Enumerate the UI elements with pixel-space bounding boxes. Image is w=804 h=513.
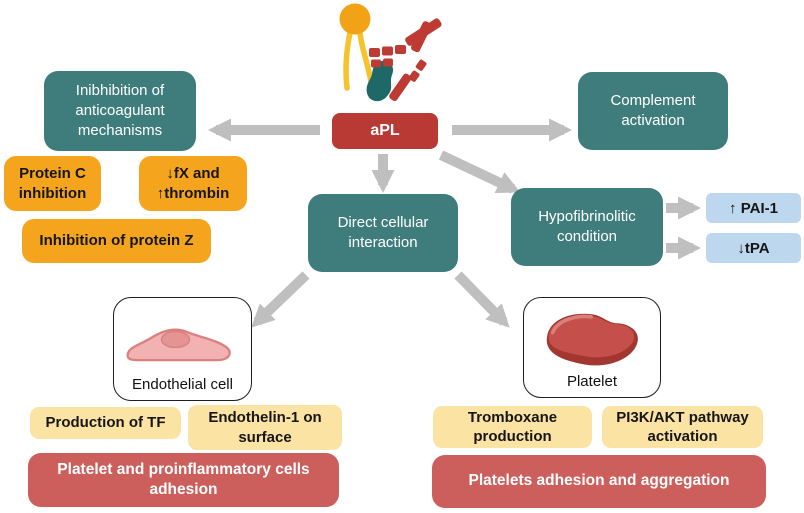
node-complement-activation: Complement activation (578, 72, 728, 150)
outcome-platelet-proinflammatory-adhesion: Platelet and proinflammatory cells adhes… (28, 453, 339, 507)
arrow-direct-to-platelet (454, 271, 510, 328)
arrow-apl-to-hypofibrinolitic (438, 150, 521, 194)
node-direct-cellular-interaction: Direct cellular interaction (308, 194, 458, 272)
effect-protein-c-inhibition: Protein C inhibition (4, 156, 101, 211)
phospholipid-antibody-complex-icon (339, 3, 442, 102)
node-anticoagulant-inhibition: Inibhibition of anticoagulant mechanisms (44, 71, 196, 151)
endothelial-cell-label: Endothelial cell (132, 376, 233, 393)
platelet-icon (546, 313, 638, 366)
effect-tromboxane-production: Tromboxane production (433, 406, 592, 448)
endothelial-cell-icon (126, 328, 231, 362)
effect-production-tf: Production of TF (30, 407, 181, 439)
effect-protein-z-inhibition: Inhibition of protein Z (22, 219, 211, 263)
effect-fx-thrombin: ↓fX and ↑thrombin (139, 156, 247, 211)
node-hypofibrinolitic-condition: Hypofibrinolitic condition (511, 188, 663, 266)
effect-endothelin1-surface: Endothelin-1 on surface (188, 405, 342, 450)
endothelial-cell-card: Endothelial cell (113, 297, 252, 401)
apl-box: aPL (332, 113, 438, 149)
platelet-label: Platelet (566, 373, 618, 390)
arrow-direct-to-endothelial (251, 271, 310, 328)
outcome-tpa: ↓tPA (706, 233, 801, 263)
outcome-pai1: ↑ PAI-1 (706, 193, 801, 223)
outcome-platelets-adhesion-aggregation: Platelets adhesion and aggregation (432, 455, 766, 508)
platelet-card: Platelet (523, 297, 661, 398)
effect-pi3k-akt-activation: PI3K/AKT pathway activation (602, 406, 763, 448)
